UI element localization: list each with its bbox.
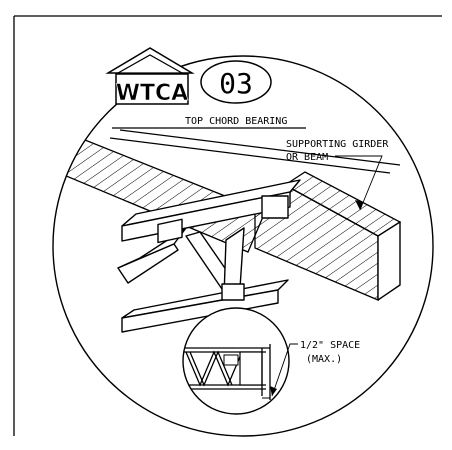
gusset-plate-left [157, 218, 183, 244]
detail-number-bubble [200, 60, 272, 104]
detail-title: TOP CHORD BEARING [185, 116, 287, 127]
logo: WTCA [105, 47, 195, 106]
web-left-side [117, 243, 179, 284]
detail-circle [52, 55, 434, 437]
callout-girder-line1: SUPPORTING GIRDER [286, 139, 389, 150]
gusset-plate-right [261, 195, 289, 219]
callout-girder-line2: OR BEAM [286, 152, 328, 163]
detail-number: 03 [219, 67, 253, 100]
sheet-border [13, 15, 442, 436]
callout-girder-leader [335, 155, 383, 211]
callout-space-leader [270, 343, 298, 397]
logo-text: WTCA [116, 81, 188, 106]
upper-sheathing-lines [109, 129, 401, 174]
inset-detail [183, 344, 271, 400]
girder-end-face [377, 221, 401, 301]
callout-space-line1: 1/2" SPACE [300, 340, 360, 351]
callout-space-line2: (MAX.) [306, 354, 342, 365]
gusset-plate-bottom [221, 283, 245, 301]
